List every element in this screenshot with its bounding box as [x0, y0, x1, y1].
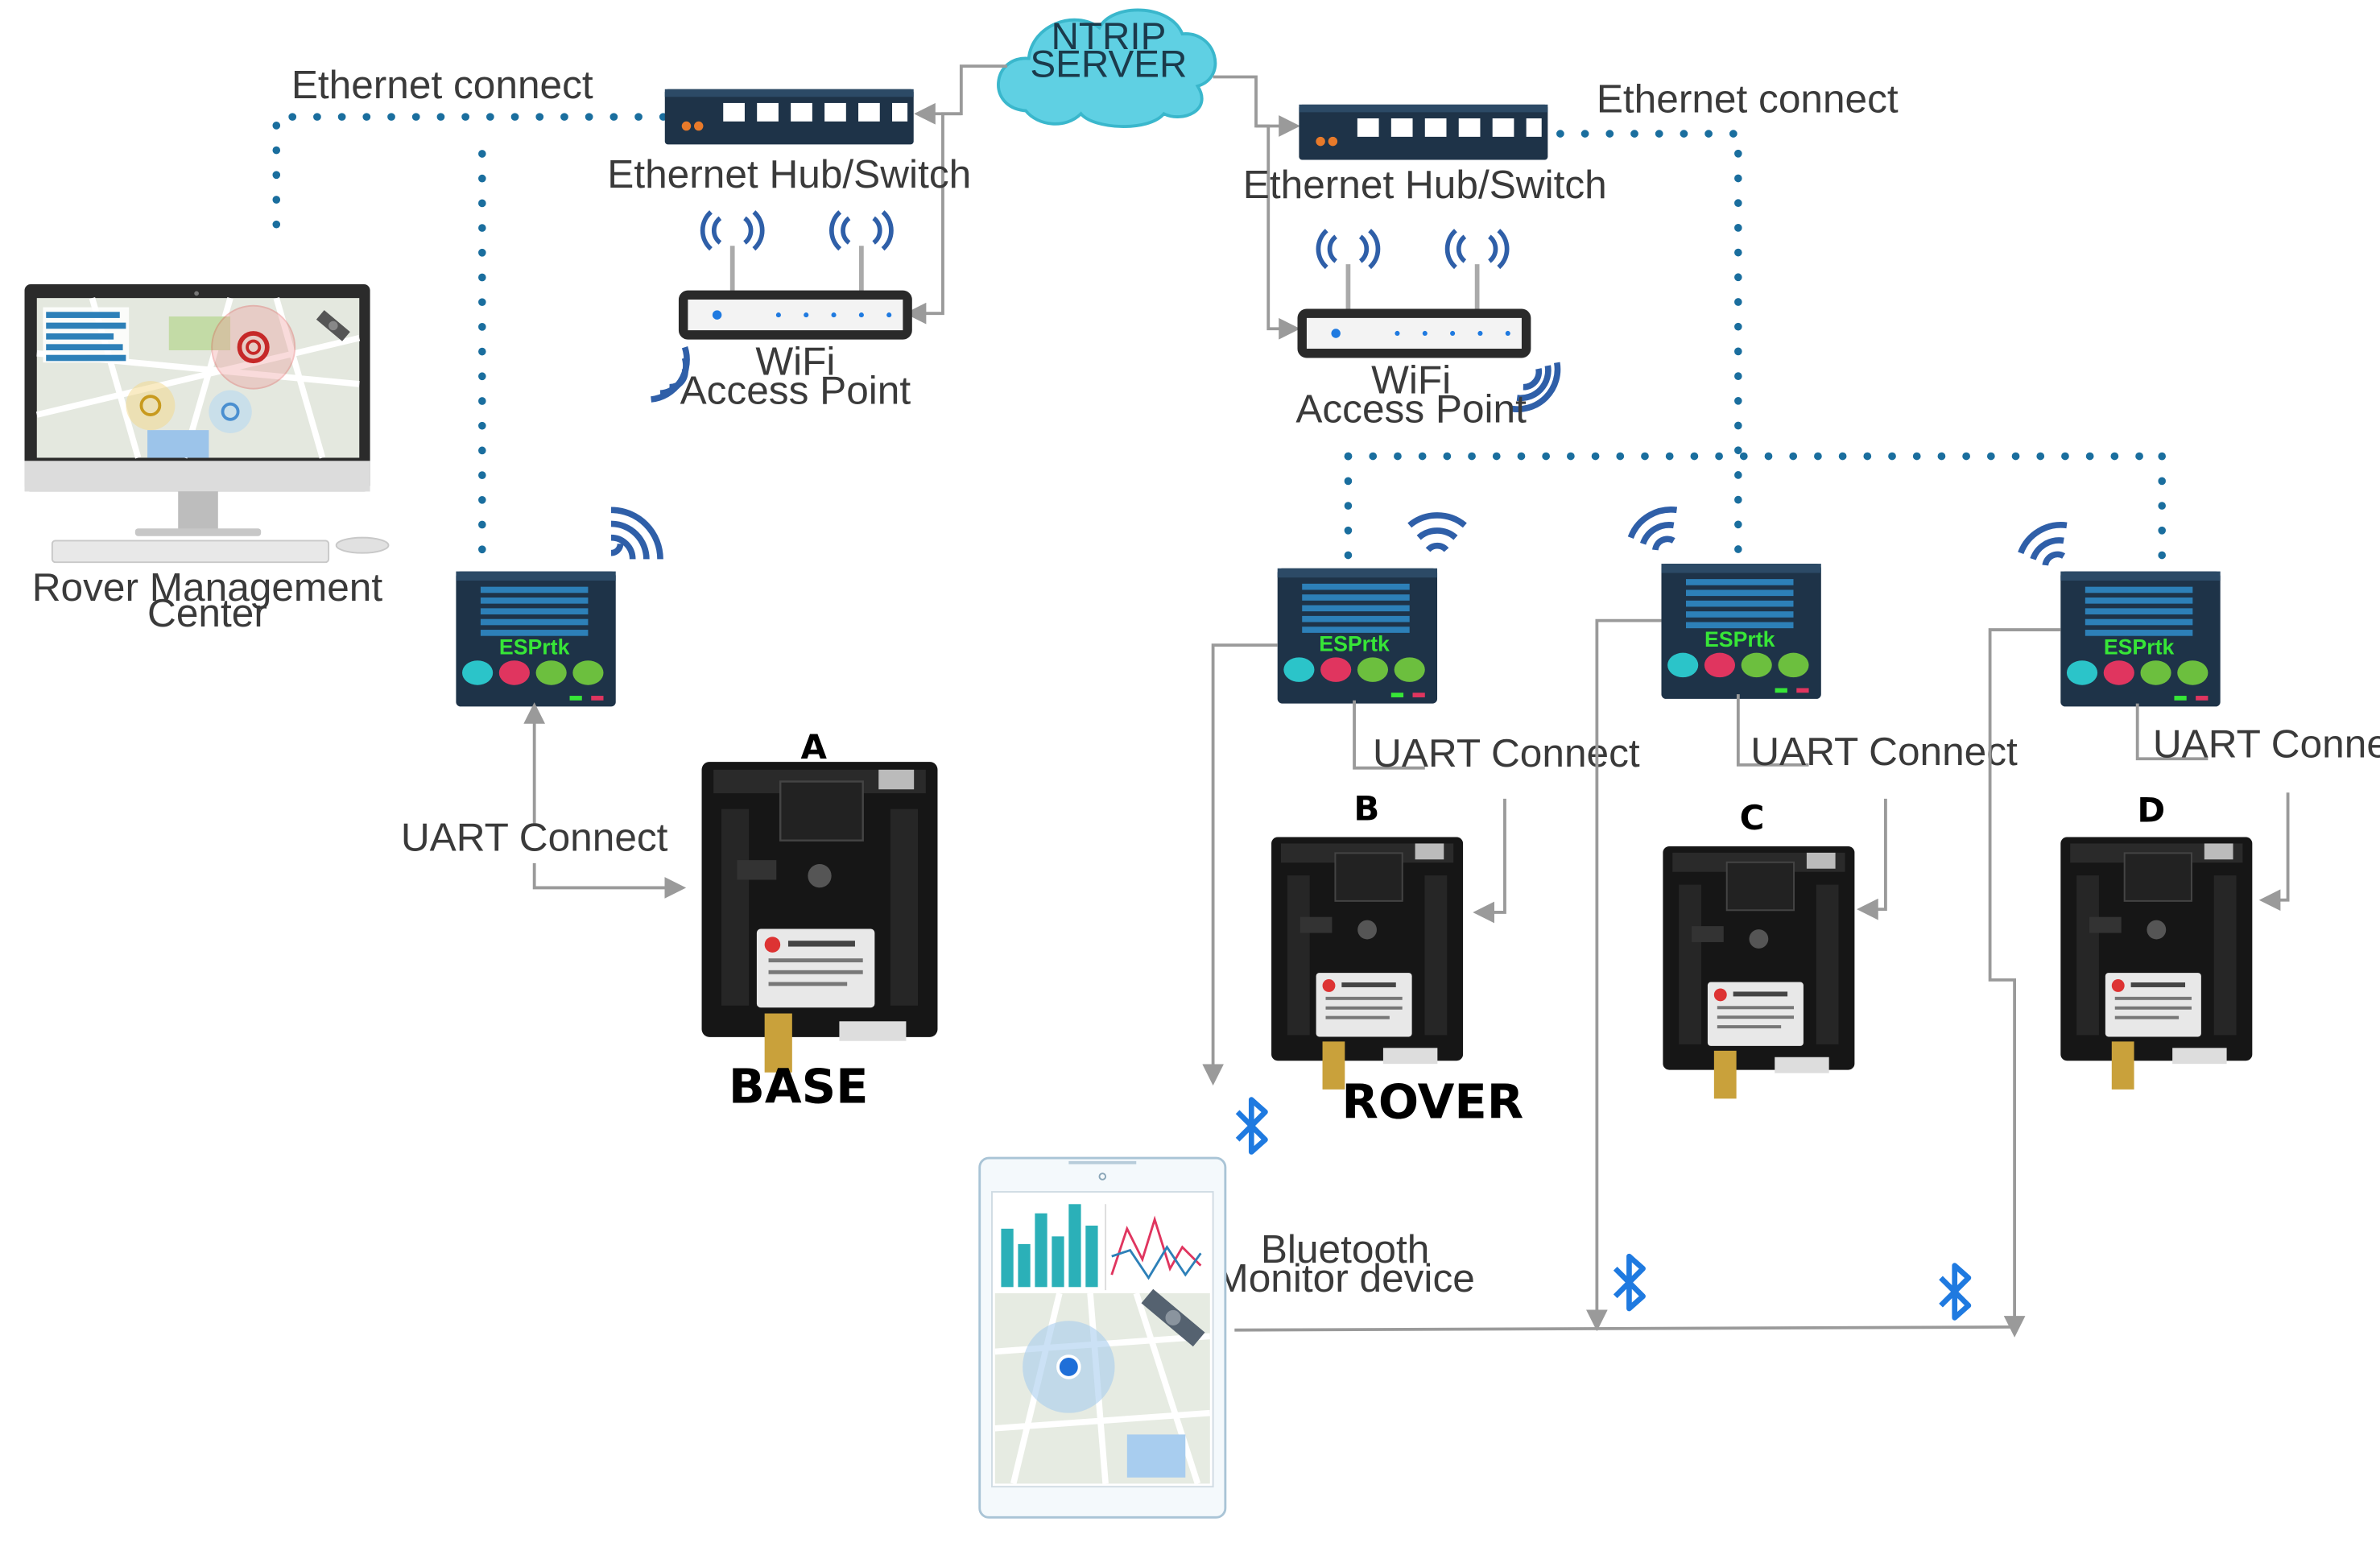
wifi-icon	[611, 510, 660, 559]
switch-right-label: Ethernet Hub/Switch	[1243, 162, 1607, 207]
gps-board-icon	[1662, 845, 1856, 1100]
switch-icon	[664, 89, 914, 145]
antenna-wifi-icon	[700, 210, 894, 251]
uart-arrow-rover-b-down	[1473, 798, 1506, 924]
esprtk-label: ESPrtk	[2104, 635, 2175, 660]
board-a-label: A	[801, 727, 828, 767]
esprtk-label: ESPrtk	[1704, 627, 1775, 651]
server-links	[904, 64, 1300, 340]
ethernet-connect-left-label: Ethernet connect	[291, 62, 593, 107]
bluetooth-links	[1202, 618, 2061, 1338]
esprtk-rover-d-device: ESPrtk	[2018, 522, 2221, 707]
ethernet-link-left-top	[272, 113, 667, 253]
esprtk-rover-b-device: ESPrtk	[1277, 512, 1467, 704]
wifi-access-point-left: WiFi Access Point	[651, 210, 911, 413]
uart-arrow-rover-c	[1736, 694, 1809, 767]
gps-board-icon	[1271, 836, 1465, 1090]
bluetooth-icon	[1941, 1266, 1969, 1318]
ethernet-links	[272, 113, 2166, 576]
wifi-icon	[651, 345, 690, 403]
ethernet-switch-left: Ethernet Hub/Switch	[607, 89, 971, 196]
gps-board-icon	[700, 760, 939, 1073]
monitor-icon: Rover Management Center	[24, 283, 390, 635]
router-icon	[684, 295, 907, 335]
ethernet-switch-right: Ethernet Hub/Switch	[1243, 104, 1607, 207]
ap-right-line1: WiFi	[1371, 357, 1451, 402]
ap-left-line1: WiFi	[755, 338, 835, 383]
ethernet-connect-right-label: Ethernet connect	[1597, 76, 1899, 121]
uart-arrow-rover-d	[2135, 703, 2209, 761]
wifi-icon	[2018, 522, 2068, 566]
cloud-label-line2: SERVER	[1030, 43, 1187, 86]
router-icon	[1302, 313, 1526, 354]
esprtk-rover-c-device: ESPrtk	[1627, 507, 1821, 699]
antenna-wifi-icon	[1316, 229, 1510, 270]
tablet-icon	[978, 1156, 1227, 1519]
base-label: BASE	[729, 1058, 869, 1114]
monitor-label-line1: Rover Management	[32, 564, 383, 610]
esprtk-label: ESPrtk	[1319, 632, 1390, 656]
satellite-icon	[316, 310, 350, 341]
monitor-label-line2: Center	[147, 590, 267, 635]
uart-arrow-rover-d-down	[2258, 792, 2290, 912]
board-b-label: B	[1353, 789, 1379, 829]
wifi-icon	[1510, 362, 1561, 412]
gps-board-icon	[2060, 836, 2254, 1090]
uart-arrow-base-right	[532, 862, 687, 899]
bluetooth-icon	[1615, 1256, 1642, 1309]
uart-label-rover-b: UART Connect	[1373, 730, 1640, 775]
satellite-icon	[1141, 1288, 1205, 1347]
rover-label: ROVER	[1341, 1074, 1523, 1130]
switch-left-label: Ethernet Hub/Switch	[607, 151, 971, 196]
ap-left-line2: Access Point	[680, 368, 911, 413]
esprtk-label: ESPrtk	[499, 635, 570, 660]
wifi-icon	[1627, 507, 1678, 551]
uart-arrow-rover-c-down	[1857, 798, 1887, 920]
cloud-icon: NTRIP SERVER	[997, 8, 1217, 128]
esprtk-base-device: ESPrtk	[456, 510, 660, 707]
board-d-label: D	[2137, 790, 2165, 829]
bluetooth-label-line1: Bluetooth	[1261, 1226, 1430, 1272]
bluetooth-label-line2: Monitor device	[1215, 1255, 1474, 1301]
uart-label-base: UART Connect	[401, 815, 668, 860]
bluetooth-icon	[1238, 1100, 1265, 1152]
ap-right-line2: Access Point	[1295, 387, 1527, 432]
uart-label-rover-c: UART Connect	[1750, 729, 2018, 774]
wifi-access-point-right: WiFi Access Point	[1295, 229, 1561, 432]
cloud-label-line1: NTRIP	[1051, 15, 1166, 58]
board-c-label: C	[1740, 798, 1765, 837]
switch-icon	[1299, 104, 1548, 160]
wifi-icon	[1407, 512, 1467, 552]
uart-label-rover-d: UART Connect	[2153, 721, 2380, 766]
uart-arrow-rover-b	[1353, 700, 1425, 770]
